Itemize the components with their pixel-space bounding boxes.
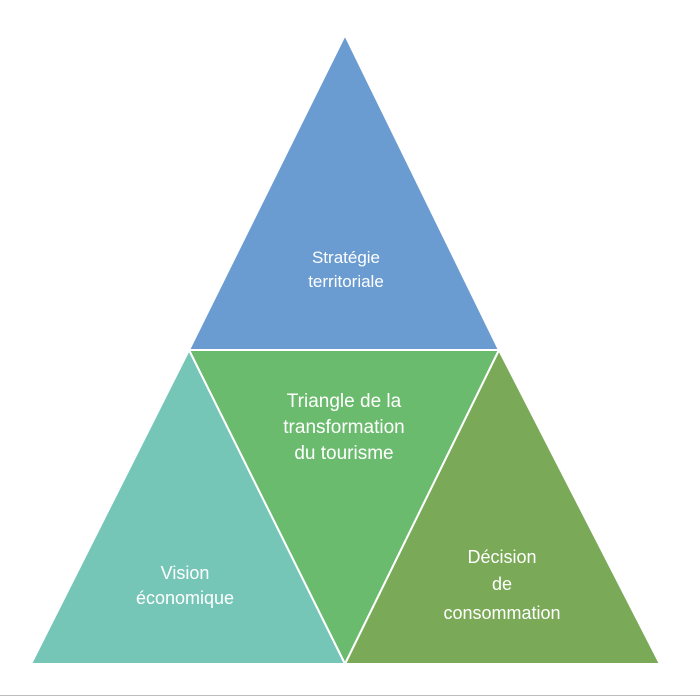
right-label-line-1: Décision [467, 547, 536, 567]
top-label-line-1: Stratégie [312, 248, 380, 267]
center-label-line-1: Triangle de la [287, 391, 402, 412]
triangle-decision-consommation [344, 349, 661, 665]
right-label-line-3: consommation [443, 603, 560, 623]
top-label-line-2: territoriale [308, 272, 384, 291]
right-label-line-2: de [492, 574, 512, 594]
left-label-line-2: économique [136, 588, 234, 608]
triangle-vision-economique [30, 349, 346, 665]
center-label-line-2: transformation [283, 417, 404, 438]
left-label-line-1: Vision [161, 563, 210, 583]
center-label-line-3: du tourisme [294, 443, 393, 464]
bottom-divider [0, 695, 700, 696]
triangle-strategie-territoriale [188, 34, 500, 351]
